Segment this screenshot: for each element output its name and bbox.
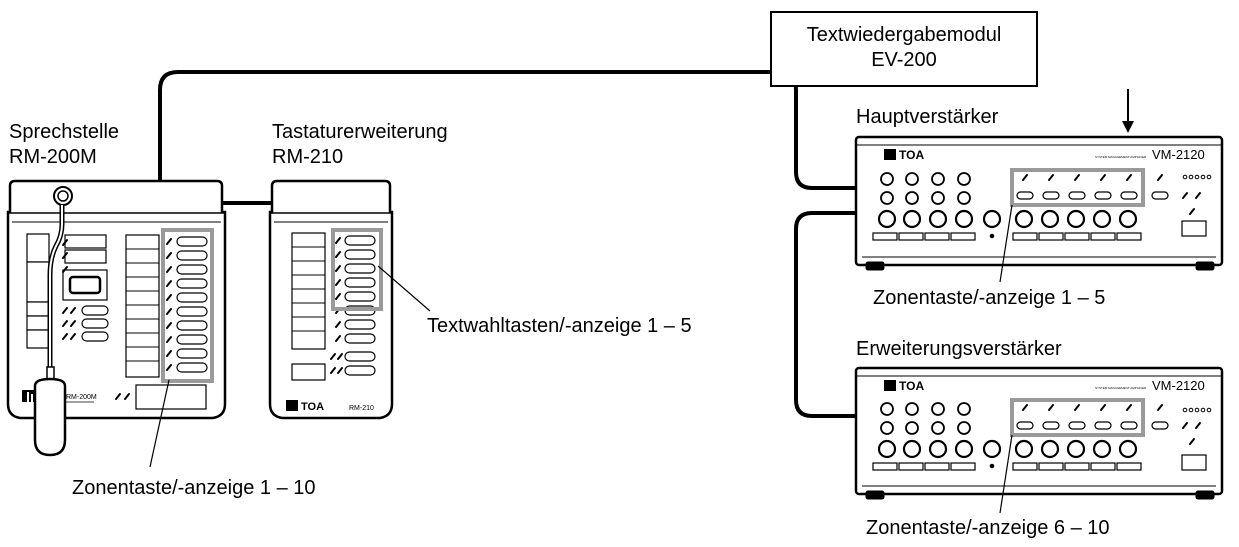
keypad-ext-label-line1: Tastaturerweiterung [272,121,448,143]
rm200m-speech-station: RM-200M [6,179,227,457]
cable-main-to-ext-amp [794,211,855,418]
cable-station-to-main-amp [158,70,855,190]
callout-zone-station: Zonentaste/-anzeige 1 – 10 [72,477,316,499]
main-amp-brand: TOA [899,148,924,162]
text-module-box [770,11,1038,87]
highlight-keypad-text-keys [331,228,383,311]
speech-station-label-line2: RM-200M [9,146,97,168]
text-module-label-line2: EV-200 [871,49,937,71]
text-module-label-line1: Textwiedergabemodul [806,24,1002,46]
highlight-station-zone-keys [161,228,214,383]
rm200m-model-text: RM-200M [66,394,97,401]
callout-text-keys: Textwahltasten/-anzeige 1 – 5 [427,315,692,337]
cables [158,70,855,418]
rm210-model-text: RM-210 [349,405,374,412]
ext-amp-brand: TOA [899,379,924,393]
highlight-main-amp-zone-keys [1010,168,1145,207]
speech-station-label-line1: Sprechstelle [9,121,120,143]
keypad-ext-label-line2: RM-210 [272,146,344,168]
highlights [161,168,1145,437]
highlight-ext-amp-zone-keys [1010,398,1145,437]
leader-lines [149,204,1013,514]
rm210-brand-text: TOA [301,401,324,413]
module-arrow [1122,89,1134,133]
callout-zone-main: Zonentaste/-anzeige 1 – 5 [873,287,1106,309]
main-amp-label: Hauptverstärker [856,106,999,128]
main-amp-subtitle: SYSTEM MANAGEMENT AMPLIFIER [1095,155,1147,159]
ext-amp-subtitle: SYSTEM MANAGEMENT AMPLIFIER [1095,386,1147,390]
main-amp-model: VM-2120 [1152,147,1205,162]
callout-zone-ext: Zonentaste/-anzeige 6 – 10 [866,517,1110,539]
ext-amp-model: VM-2120 [1152,378,1205,393]
ext-amp-label: Erweiterungsverstärker [856,338,1062,360]
